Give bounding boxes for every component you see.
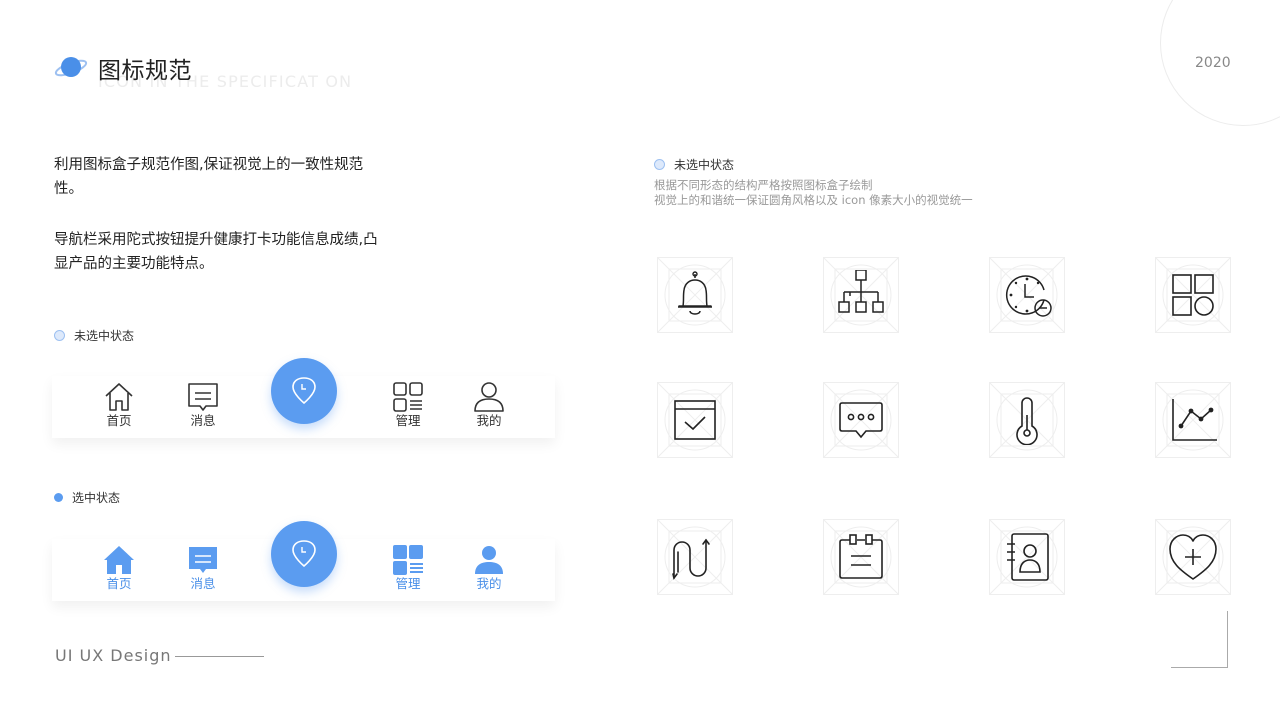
message-icon <box>188 383 218 411</box>
page-title: 图标规范 <box>98 58 192 84</box>
legend-unselected-label: 未选中状态 <box>74 329 135 343</box>
icon-cell-chat <box>823 382 899 458</box>
nav-label-home-selected: 首页 <box>106 576 132 591</box>
icon-cell-org-chart <box>823 257 899 333</box>
center-checkin-button[interactable] <box>271 358 337 424</box>
icon-grid-guide <box>823 382 899 458</box>
org-chart-icon <box>838 270 884 313</box>
bell-icon <box>678 271 712 315</box>
hollow-dot-icon <box>54 330 65 341</box>
icon-guideline-description: 根据不同形态的结构严格按照图标盒子绘制 视觉上的和谐统一保证圆角风格以及 ico… <box>654 178 973 208</box>
planet-logo-icon <box>54 57 88 77</box>
nav-item-home-selected[interactable]: 首页 <box>94 543 144 591</box>
icon-grid-guide <box>657 382 733 458</box>
icon-cell-bell <box>657 257 733 333</box>
legend-unselected: 未选中状态 <box>54 327 134 344</box>
icon-grid-guide <box>823 519 899 595</box>
location-pin-icon <box>292 377 316 405</box>
corner-decoration <box>1171 611 1228 668</box>
icon-grid-guide <box>1155 257 1231 333</box>
description-paragraph-2: 导航栏采用陀式按钮提升健康打卡功能信息成绩,凸显产品的主要功能特点。 <box>54 232 378 272</box>
center-checkin-button-selected[interactable] <box>271 521 337 587</box>
icon-grid-guide <box>657 257 733 333</box>
desc-line-2: 视觉上的和谐统一保证圆角风格以及 icon 像素大小的视觉统一 <box>654 193 973 207</box>
icon-cell-wave <box>657 519 733 595</box>
thermometer-icon <box>1016 397 1038 445</box>
home-icon <box>105 383 133 411</box>
description-paragraph-1: 利用图标盒子规范作图,保证视觉上的一致性规范性。 <box>54 157 364 197</box>
nav-label-home: 首页 <box>106 413 132 428</box>
nav-label-manage: 管理 <box>395 413 421 428</box>
icon-grid-guide <box>657 519 733 595</box>
legend-selected: 选中状态 <box>54 489 120 506</box>
nav-item-message-selected[interactable]: 消息 <box>178 543 228 591</box>
right-state-label: 未选中状态 <box>674 158 735 172</box>
user-icon <box>474 382 504 412</box>
nav-label-mine: 我的 <box>476 413 502 428</box>
clipboard-icon <box>839 534 883 579</box>
icon-cell-thermometer <box>989 382 1065 458</box>
clock-minus-icon <box>1006 275 1052 317</box>
line-chart-icon <box>1172 399 1217 441</box>
desc-line-1: 根据不同形态的结构严格按照图标盒子绘制 <box>654 178 873 192</box>
message-icon <box>189 547 217 573</box>
icon-cell-clipboard <box>823 519 899 595</box>
chat-bubble-icon <box>839 402 883 439</box>
icon-grid-guide <box>1155 382 1231 458</box>
nav-item-mine[interactable]: 我的 <box>464 380 514 428</box>
solid-dot-icon <box>54 493 63 502</box>
contacts-icon <box>1007 533 1049 581</box>
nav-label-manage-selected: 管理 <box>395 576 421 591</box>
icon-cell-heart-plus <box>1155 519 1231 595</box>
grid-icon <box>393 382 423 412</box>
icon-cell-calendar <box>657 382 733 458</box>
legend-selected-label: 选中状态 <box>72 491 121 505</box>
icon-grid-guide <box>989 257 1065 333</box>
hollow-dot-icon <box>654 159 665 170</box>
nav-item-message[interactable]: 消息 <box>178 380 228 428</box>
icon-cell-contacts <box>989 519 1065 595</box>
apps-icon <box>1172 274 1214 316</box>
icon-cell-clock <box>989 257 1065 333</box>
footer-divider <box>175 656 264 657</box>
nav-item-home[interactable]: 首页 <box>94 380 144 428</box>
calendar-check-icon <box>674 400 716 440</box>
icon-cell-line-chart <box>1155 382 1231 458</box>
nav-item-manage-selected[interactable]: 管理 <box>383 543 433 591</box>
year-label: 2020 <box>1195 55 1231 71</box>
nav-item-mine-selected[interactable]: 我的 <box>464 543 514 591</box>
home-icon <box>104 546 134 574</box>
page-subtitle: ICON IN THE SPECIFICAT ON <box>98 72 353 91</box>
user-icon <box>475 546 503 574</box>
location-pin-icon <box>292 540 316 568</box>
legend-right-unselected: 未选中状态 <box>654 156 734 173</box>
icon-cell-apps <box>1155 257 1231 333</box>
footer-brand-text: UI UX Design <box>55 646 172 665</box>
nav-item-manage[interactable]: 管理 <box>383 380 433 428</box>
wave-icon <box>672 538 710 580</box>
nav-label-mine-selected: 我的 <box>476 576 502 591</box>
nav-label-message-selected: 消息 <box>190 576 216 591</box>
nav-label-message: 消息 <box>190 413 216 428</box>
grid-icon <box>393 545 423 575</box>
heart-plus-icon <box>1169 534 1217 580</box>
